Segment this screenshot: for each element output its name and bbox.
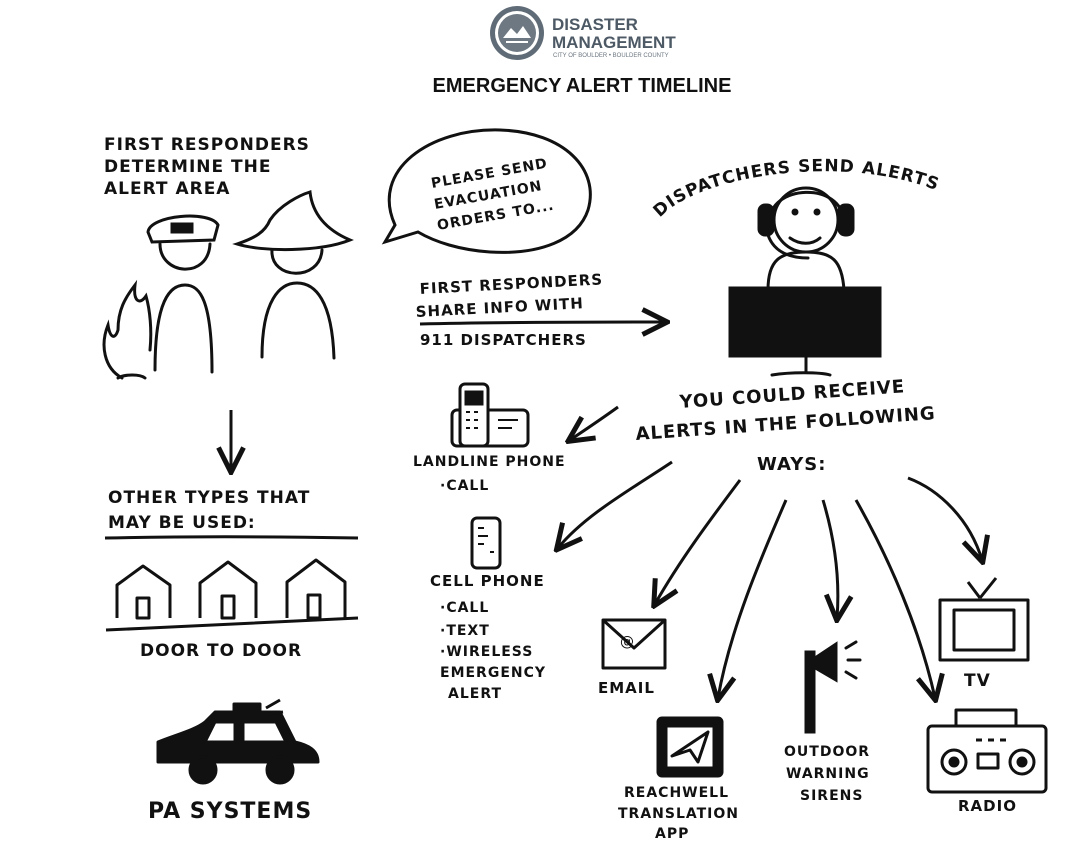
sirens-line3: SIRENS — [800, 788, 863, 804]
reachwell-line1: REACHWELL — [624, 785, 729, 801]
email-icon: @ — [601, 618, 667, 670]
landline-phone-icon — [450, 382, 530, 448]
reachwell-line3: APP — [655, 826, 689, 842]
cell-item-emergency: EMERGENCY — [440, 665, 546, 681]
reachwell-app-icon — [656, 716, 724, 778]
first-responders-line1: FIRST RESPONDERS — [104, 135, 310, 155]
first-responders-line3: ALERT AREA — [104, 179, 230, 199]
tv-icon — [938, 577, 1030, 662]
share-info-line2: SHARE INFO WITH — [415, 294, 584, 321]
sirens-line2: WARNING — [786, 766, 870, 782]
cell-items: ·CALL ·TEXT ·WIRELESS EMERGENCY ALERT — [440, 600, 546, 702]
logo-title-line2: MANAGEMENT — [552, 33, 676, 52]
tv-label: TV — [964, 671, 991, 691]
logo-seal-icon — [490, 6, 544, 60]
share-info-caption: FIRST RESPONDERS SHARE INFO WITH 911 DIS… — [415, 270, 603, 349]
police-officer-icon — [146, 214, 220, 374]
logo-title-line1: DISASTER — [552, 15, 638, 34]
reachwell-caption: REACHWELL TRANSLATION APP — [618, 785, 739, 842]
firefighter-icon — [232, 190, 354, 360]
other-types-line2: MAY BE USED: — [108, 513, 256, 533]
cell-item-wireless: ·WIRELESS — [440, 644, 533, 660]
landline-label: LANDLINE PHONE — [413, 454, 566, 470]
logo-subtitle: CITY OF BOULDER • BOULDER COUNTY — [553, 53, 669, 59]
cell-item-alert: ALERT — [448, 686, 502, 702]
radio-icon — [926, 708, 1048, 794]
landline-item-call: ·CALL — [440, 478, 489, 494]
other-types-line1: OTHER TYPES THAT — [108, 488, 310, 508]
share-info-line3: 911 DISPATCHERS — [420, 331, 587, 349]
page-title: EMERGENCY ALERT TIMELINE — [433, 75, 732, 97]
divider-line — [104, 535, 359, 540]
distribution-arrows — [558, 405, 982, 698]
sirens-caption: OUTDOOR WARNING SIRENS — [784, 744, 870, 804]
share-info-arrow — [419, 322, 665, 324]
first-responders-line2: DETERMINE THE — [104, 157, 271, 177]
receive-caption: YOU COULD RECEIVE ALERTS IN THE FOLLOWIN… — [635, 376, 937, 475]
cell-phone-icon — [470, 516, 502, 570]
speech-bubble: PLEASE SEND EVACUATION ORDERS TO... — [381, 128, 592, 254]
radio-label: RADIO — [958, 797, 1017, 815]
email-label: EMAIL — [598, 679, 655, 697]
ground-line — [105, 616, 359, 632]
reachwell-line2: TRANSLATION — [618, 806, 739, 822]
receive-line3: WAYS: — [757, 454, 826, 475]
svg-text:@: @ — [620, 634, 634, 650]
cell-item-text: ·TEXT — [440, 623, 490, 639]
first-responders-caption: FIRST RESPONDERS DETERMINE THE ALERT ARE… — [104, 135, 310, 199]
door-to-door-label: DOOR TO DOOR — [140, 641, 302, 661]
pa-systems-label: PA SYSTEMS — [148, 799, 312, 824]
fire-icon — [102, 279, 153, 380]
houses-icon — [115, 558, 347, 620]
cell-label: CELL PHONE — [430, 572, 545, 590]
cell-item-call: ·CALL — [440, 600, 489, 616]
sirens-line1: OUTDOOR — [784, 744, 870, 760]
siren-icon — [804, 640, 862, 734]
dispatcher-icon — [728, 186, 882, 377]
logo: DISASTER MANAGEMENT CITY OF BOULDER • BO… — [490, 6, 676, 60]
other-types-caption: OTHER TYPES THAT MAY BE USED: — [108, 488, 310, 533]
police-car-icon — [156, 698, 320, 785]
